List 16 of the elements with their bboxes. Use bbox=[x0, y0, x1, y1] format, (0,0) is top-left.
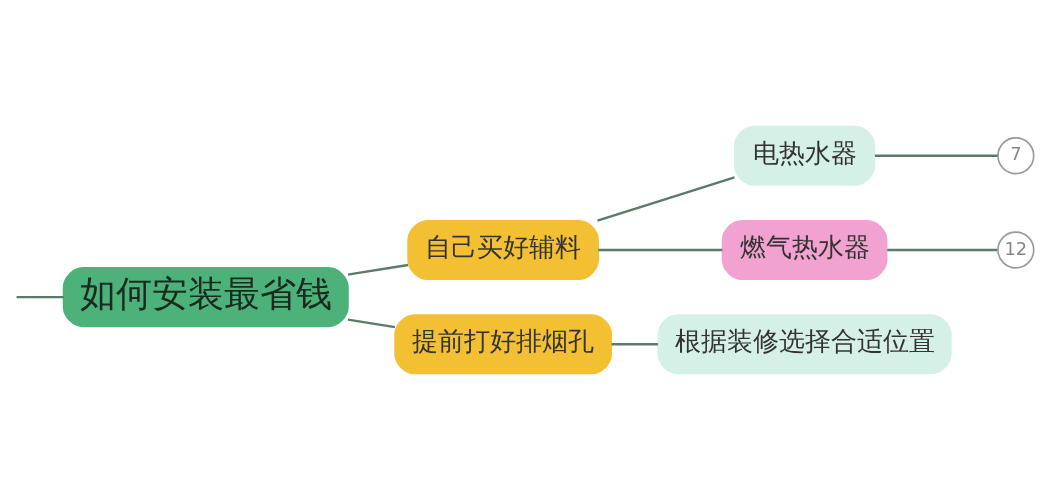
connector bbox=[611, 343, 658, 346]
node-box: 提前打好排烟孔 bbox=[394, 314, 613, 375]
connector bbox=[347, 263, 409, 276]
node-circle: 12 bbox=[997, 231, 1035, 269]
node-box: 电热水器 bbox=[733, 125, 876, 186]
node-box: 根据装修选择合适位置 bbox=[657, 314, 952, 375]
connector bbox=[874, 154, 998, 157]
node-circle: 7 bbox=[997, 137, 1035, 175]
connector bbox=[16, 295, 64, 299]
connector bbox=[598, 248, 723, 252]
node-box: 燃气热水器 bbox=[721, 219, 888, 281]
node-box: 如何安装最省钱 bbox=[62, 267, 349, 328]
connector bbox=[597, 176, 735, 222]
connector bbox=[887, 248, 998, 252]
node-box: 自己买好辅料 bbox=[407, 219, 600, 281]
connector bbox=[347, 318, 396, 329]
